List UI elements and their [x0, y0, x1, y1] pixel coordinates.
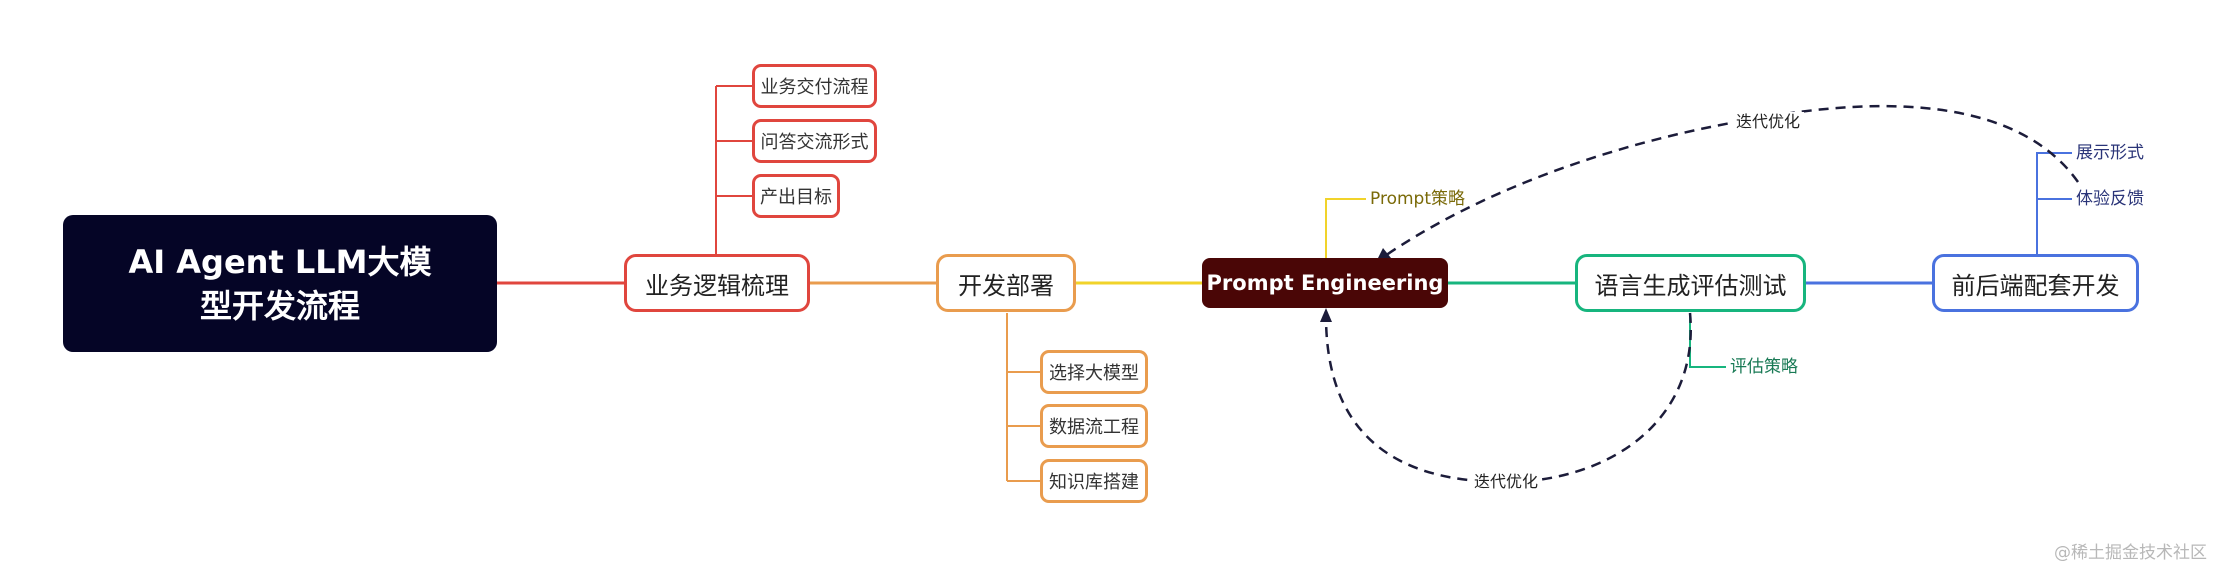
subnode-deploy-2-label: 数据流工程: [1049, 417, 1139, 438]
leaf-eval-strategy[interactable]: 评估策略: [1730, 357, 1798, 377]
subnode-business-1[interactable]: 业务交付流程: [752, 64, 877, 108]
edge-frontend-children: [2036, 152, 2072, 254]
subnode-business-2[interactable]: 问答交流形式: [752, 119, 877, 163]
subnode-deploy-3[interactable]: 知识库搭建: [1040, 459, 1148, 503]
node-frontend-backend[interactable]: 前后端配套开发: [1932, 254, 2139, 312]
subnode-deploy-2[interactable]: 数据流工程: [1040, 404, 1148, 448]
leaf-prompt-strategy[interactable]: Prompt策略: [1370, 189, 1465, 209]
node-business-logic[interactable]: 业务逻辑梳理: [624, 254, 810, 312]
edge-prompt-leaf: [1325, 198, 1366, 258]
subnode-business-3[interactable]: 产出目标: [752, 174, 840, 218]
subnode-business-2-label: 问答交流形式: [760, 132, 869, 153]
subnode-business-1-label: 业务交付流程: [760, 77, 869, 98]
subnode-deploy-1[interactable]: 选择大模型: [1040, 350, 1148, 394]
node-prompt-engineering-label: Prompt Engineering: [1206, 271, 1444, 295]
node-eval-test-label: 语言生成评估测试: [1594, 271, 1787, 300]
node-dev-deploy-label: 开发部署: [958, 271, 1054, 300]
subnode-deploy-3-label: 知识库搭建: [1049, 472, 1139, 493]
root-node[interactable]: AI Agent LLM大模型开发流程: [63, 215, 497, 352]
loop-bottom: [1324, 312, 1693, 484]
subnode-deploy-1-label: 选择大模型: [1049, 363, 1139, 384]
loop-top-label: 迭代优化: [1732, 112, 1805, 132]
root-label: AI Agent LLM大模型开发流程: [128, 242, 432, 325]
node-dev-deploy[interactable]: 开发部署: [936, 254, 1076, 312]
node-prompt-engineering[interactable]: Prompt Engineering: [1202, 258, 1448, 308]
edge-eval-leaf: [1689, 313, 1726, 368]
loop-top: [1381, 104, 2080, 260]
edge-business-children: [715, 85, 752, 254]
edge-deploy-children: [1006, 313, 1040, 482]
node-eval-test[interactable]: 语言生成评估测试: [1575, 254, 1806, 312]
leaf-frontend-feedback[interactable]: 体验反馈: [2076, 189, 2144, 209]
leaf-frontend-display[interactable]: 展示形式: [2076, 143, 2144, 163]
loop-bottom-label: 迭代优化: [1470, 472, 1543, 492]
subnode-business-3-label: 产出目标: [760, 187, 832, 208]
watermark: @稀土掘金技术社区: [2054, 543, 2207, 563]
node-business-logic-label: 业务逻辑梳理: [645, 271, 789, 300]
loop-bottom-arrowhead: [1320, 308, 1332, 322]
node-frontend-backend-label: 前后端配套开发: [1951, 271, 2120, 300]
